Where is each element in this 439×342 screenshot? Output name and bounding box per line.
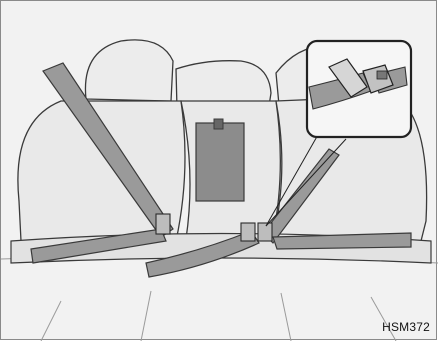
floor-lines <box>1 256 438 341</box>
inset-release-button <box>377 71 387 79</box>
center-armrest-panel <box>196 123 244 201</box>
left-buckle <box>156 214 170 234</box>
headrests <box>85 40 336 109</box>
center-belt-anchor <box>214 119 223 129</box>
center-buckle <box>241 223 255 241</box>
figure-code: HSM372 <box>382 320 430 334</box>
right-buckle <box>258 223 272 241</box>
left-headrest <box>85 40 173 101</box>
buckle-detail-inset <box>307 41 411 137</box>
